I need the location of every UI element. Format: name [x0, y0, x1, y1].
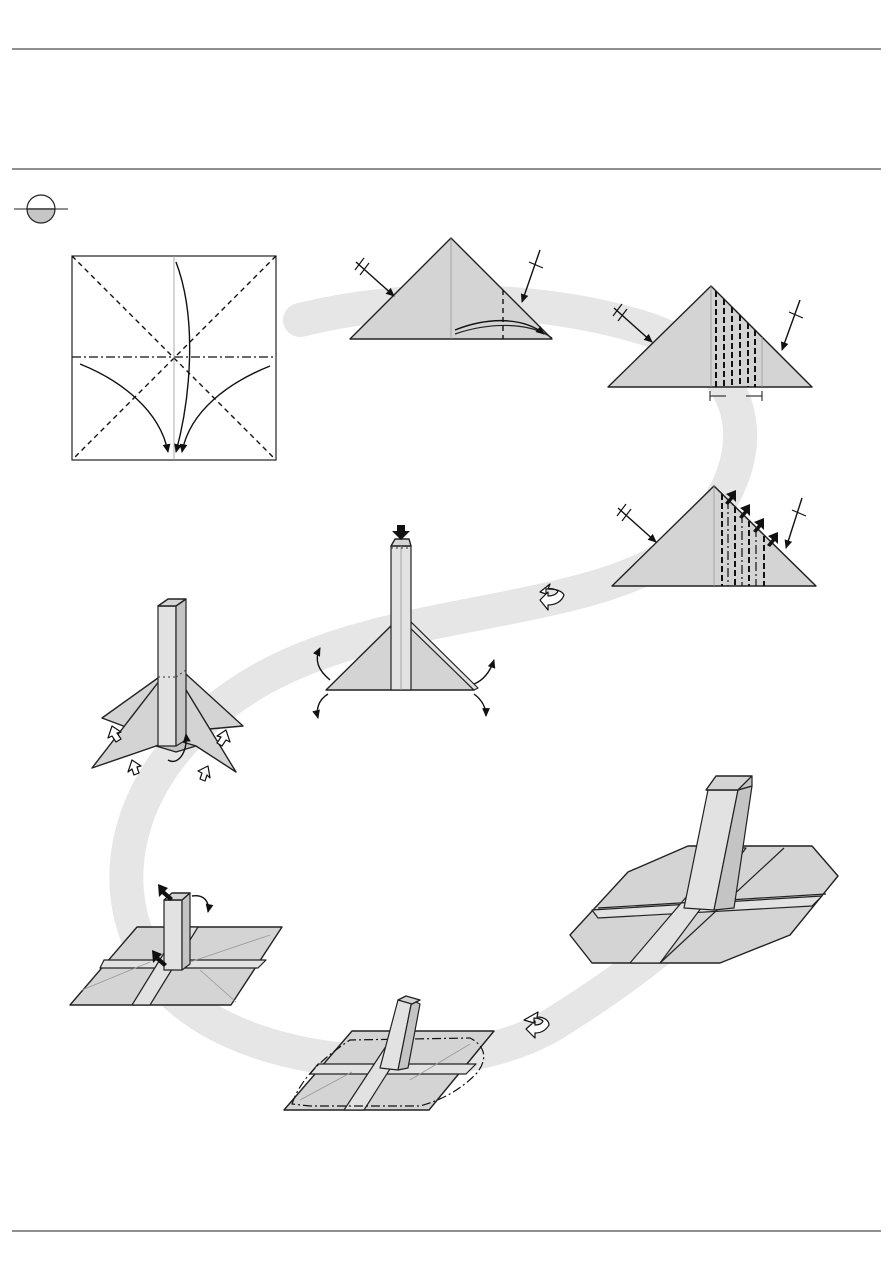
step-2-triangle-collapse — [349, 237, 553, 340]
step-8-base-rounding — [283, 995, 495, 1111]
step-3-pleat-valley-folds — [607, 285, 813, 401]
step-6-column-spread-flaps — [91, 598, 244, 782]
turn-over-arrow-2 — [523, 1011, 550, 1039]
turn-over-arrow-1 — [539, 583, 565, 611]
step-5-pleated-column — [312, 525, 496, 719]
step-7-column-on-base — [69, 884, 283, 1006]
sequence-path-band — [109, 284, 758, 1079]
paper-color-icon — [14, 194, 68, 224]
step-1-crease-pattern — [71, 255, 277, 461]
step-4-pleat-mountain-folds — [611, 485, 817, 587]
step-9-finished-model — [569, 775, 839, 964]
